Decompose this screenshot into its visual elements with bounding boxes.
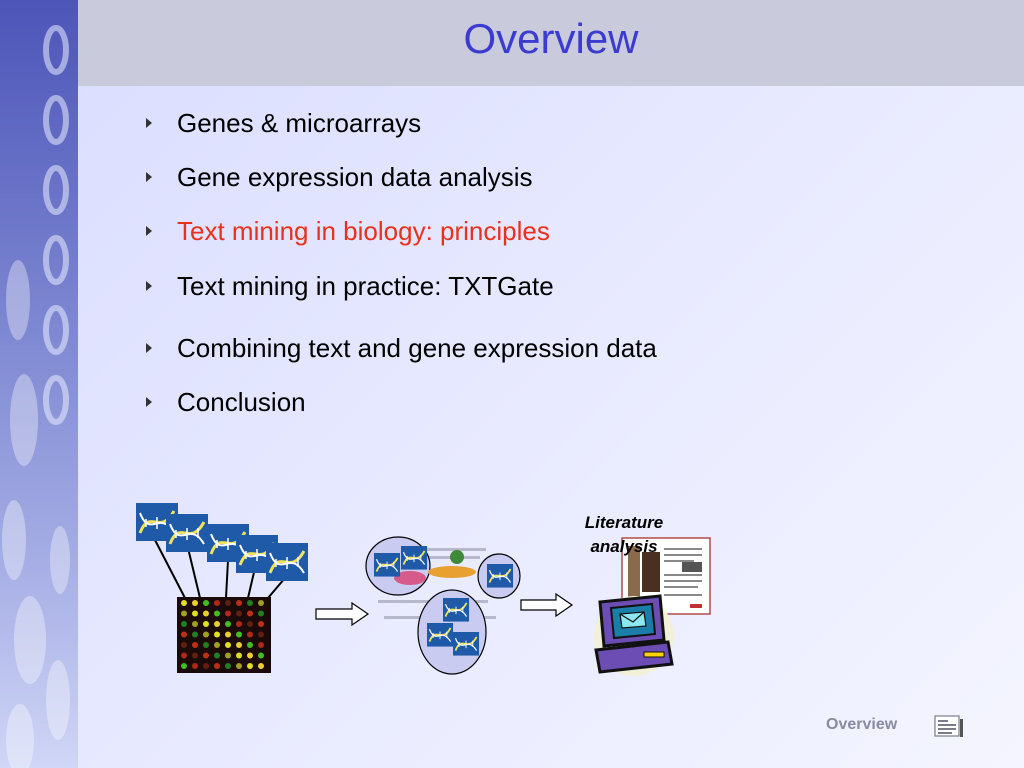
bullet-text: Text mining in practice: TXTGate <box>177 271 554 301</box>
microarray-illustration <box>134 501 310 673</box>
microarray-spot <box>258 652 264 659</box>
microarray-chip <box>177 597 271 673</box>
microarray-spot <box>214 663 220 669</box>
bullet-text: Combining text and gene expression data <box>177 333 657 363</box>
microarray-spot <box>181 631 187 638</box>
microarray-spot <box>225 600 231 606</box>
microarray-spot <box>181 642 187 648</box>
microarray-spot <box>192 621 198 627</box>
microarray-spot <box>236 652 242 659</box>
microarray-spot <box>181 621 187 627</box>
microarray-spot <box>203 642 209 648</box>
microarray-spot <box>214 652 220 659</box>
microarray-spot <box>225 663 231 669</box>
microarray-spot <box>214 610 220 617</box>
bullet-text: Text mining in biology: principles <box>177 216 550 246</box>
gene-image <box>442 597 470 623</box>
gene-image <box>164 512 210 554</box>
bullet-arrow-icon <box>146 343 152 353</box>
microarray-spot <box>181 610 187 617</box>
microarray-spot <box>247 642 253 648</box>
microarray-spot <box>247 652 253 659</box>
bullet-text: Genes & microarrays <box>177 108 422 138</box>
gene-image <box>426 622 454 648</box>
document-nav-icon[interactable] <box>932 713 964 739</box>
microarray-spot <box>236 600 242 606</box>
microarray-spot <box>203 663 209 669</box>
microarray-spot <box>214 621 220 627</box>
side-decoration-band <box>0 0 78 768</box>
microarray-spot <box>203 652 209 659</box>
microarray-spot <box>203 631 209 638</box>
slide-title: Overview <box>463 15 639 62</box>
microarray-spot <box>258 663 264 669</box>
microarray-spot <box>236 610 242 617</box>
gene-image <box>264 541 310 583</box>
microarray-spot <box>225 652 231 659</box>
bullet-arrow-icon <box>146 226 152 236</box>
microarray-spot <box>247 663 253 669</box>
footer-section-label: Overview <box>826 716 898 733</box>
microarray-spot <box>225 621 231 627</box>
microarray-spot <box>203 600 209 606</box>
microarray-spot <box>247 621 253 627</box>
gene-image <box>486 563 514 589</box>
bullet-arrow-icon <box>146 397 152 407</box>
microarray-spot <box>192 600 198 606</box>
microarray-spot <box>225 610 231 617</box>
microarray-spot <box>247 631 253 638</box>
clustering-illustration <box>365 536 521 675</box>
microarray-spot <box>214 600 220 606</box>
microarray-spot <box>247 600 253 606</box>
literature-illustration <box>594 537 711 676</box>
microarray-spot <box>192 631 198 638</box>
microarray-spot <box>192 610 198 617</box>
microarray-spot <box>214 631 220 638</box>
bullet-arrow-icon <box>146 172 152 182</box>
microarray-spot <box>236 631 242 638</box>
microarray-spot <box>203 621 209 627</box>
bullet-text: Gene expression data analysis <box>177 162 533 192</box>
title-bar <box>78 0 1024 86</box>
microarray-spot <box>258 631 264 638</box>
microarray-spot <box>203 610 209 617</box>
microarray-spot <box>236 621 242 627</box>
dna-watermark <box>2 25 70 768</box>
gene-image <box>452 631 480 657</box>
microarray-spot <box>181 663 187 669</box>
microarray-spot <box>192 652 198 659</box>
microarray-spot <box>236 663 242 669</box>
bullet-arrow-icon <box>146 118 152 128</box>
gene-image <box>373 552 401 578</box>
microarray-spot <box>225 631 231 638</box>
microarray-spot <box>214 642 220 648</box>
arrow-right-icon <box>315 601 370 627</box>
bullet-text: Conclusion <box>177 387 306 417</box>
arrow-right-icon <box>520 592 574 618</box>
microarray-spot <box>258 642 264 648</box>
microarray-spot <box>181 600 187 606</box>
microarray-spot <box>181 652 187 659</box>
literature-analysis-label: Literature analysis <box>584 513 664 556</box>
microarray-spot <box>258 600 264 606</box>
microarray-spot <box>258 610 264 617</box>
microarray-spot <box>225 642 231 648</box>
microarray-spot <box>258 621 264 627</box>
microarray-spot <box>192 642 198 648</box>
bullet-arrow-icon <box>146 281 152 291</box>
microarray-spot <box>247 610 253 617</box>
microarray-spot <box>236 642 242 648</box>
gene-image <box>400 545 428 571</box>
microarray-spot <box>192 663 198 669</box>
